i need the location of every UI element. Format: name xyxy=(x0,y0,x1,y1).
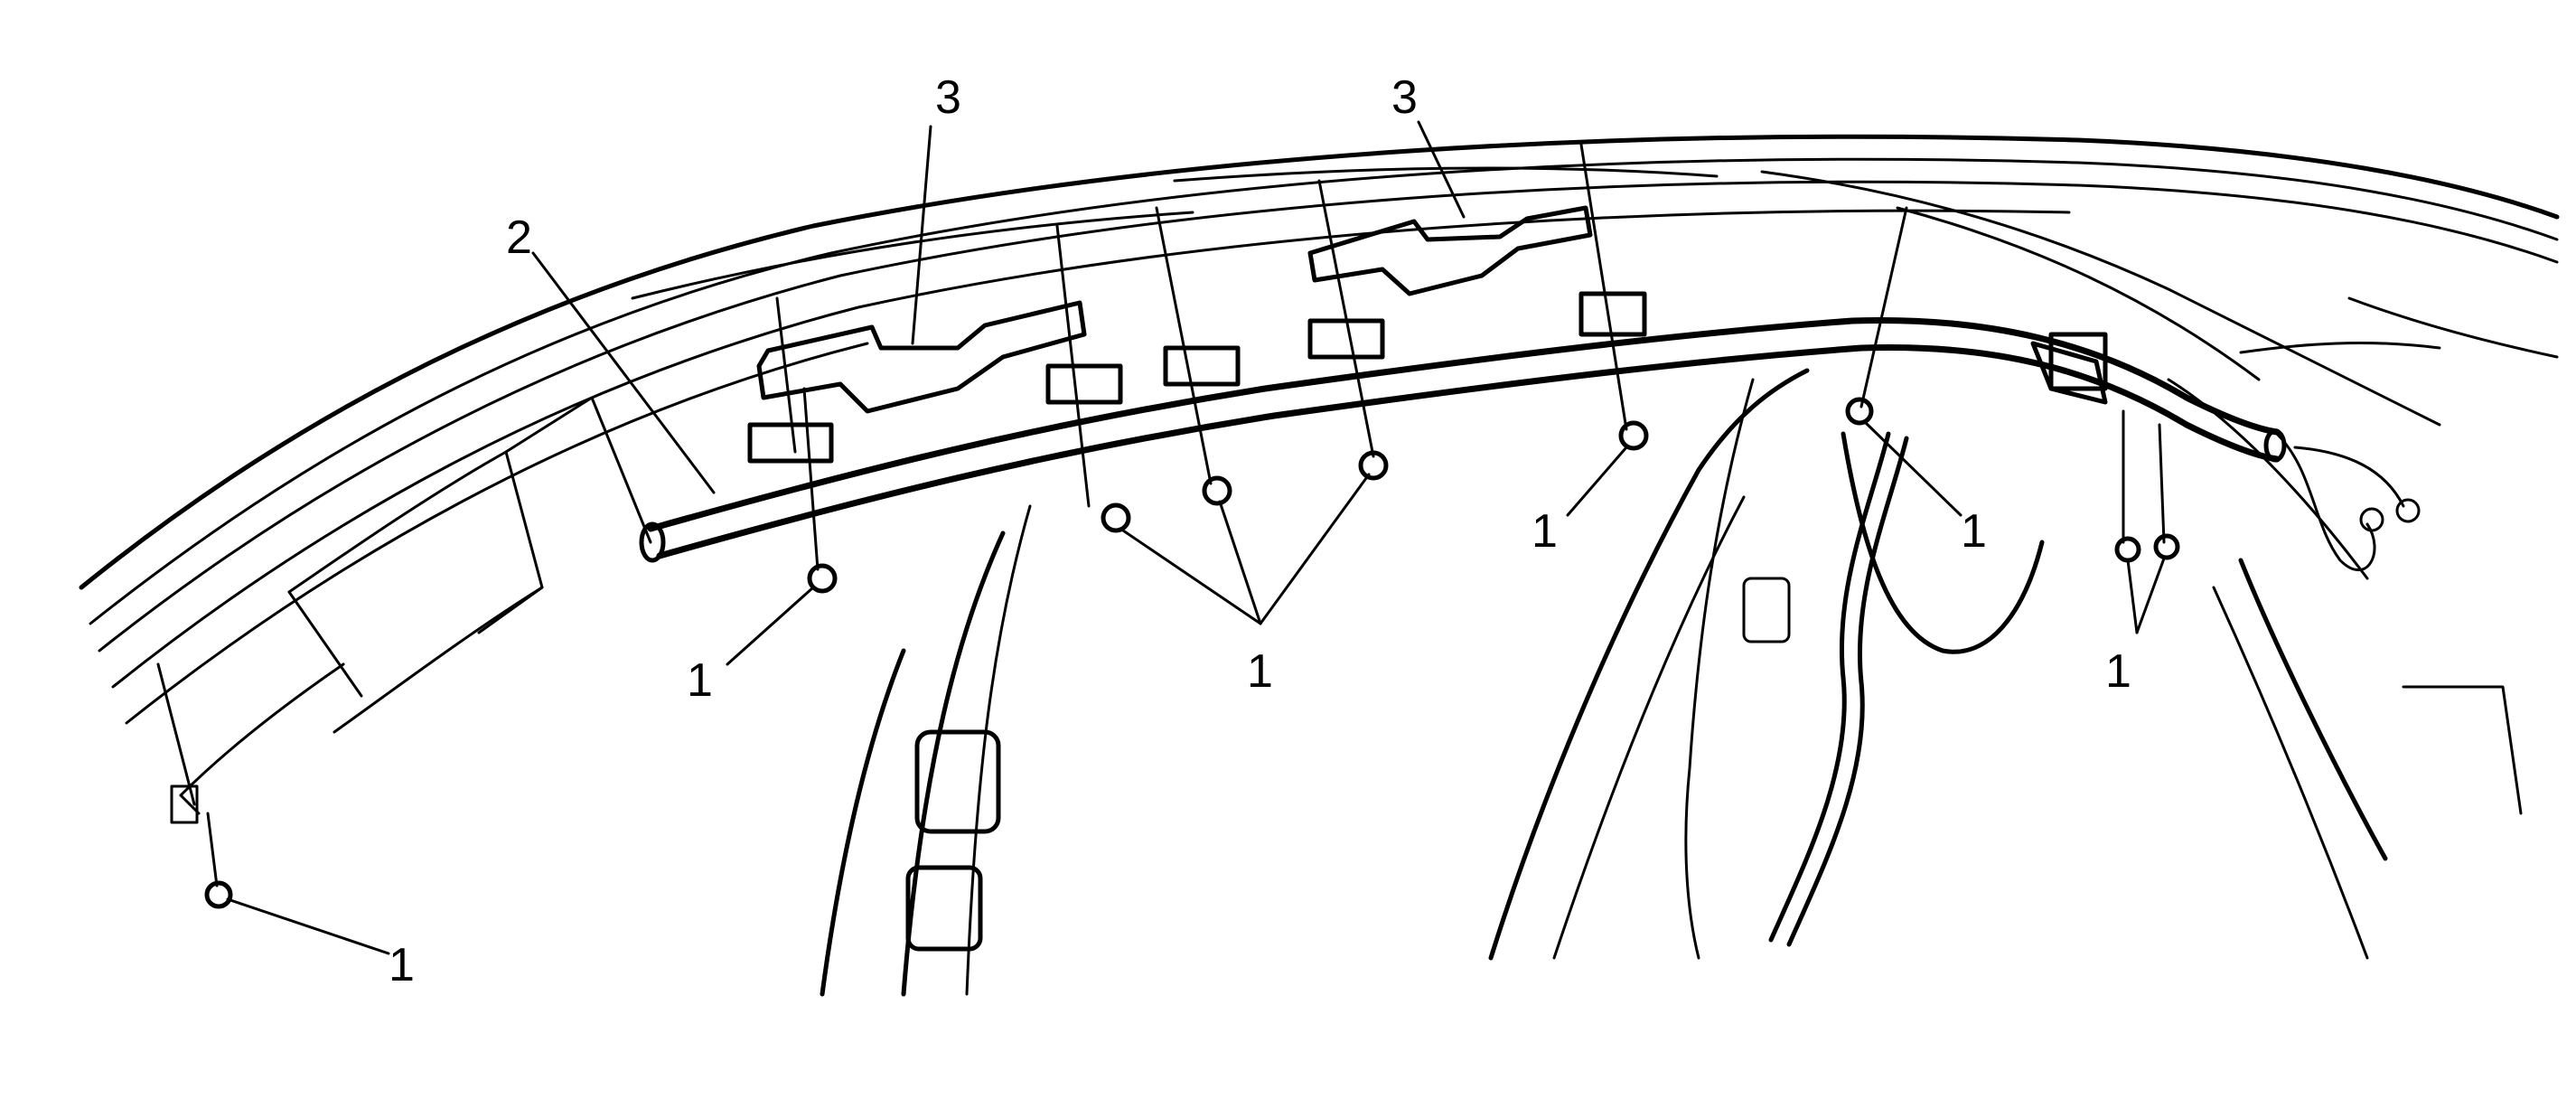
airbag-brackets xyxy=(747,205,2108,464)
fastener-guides xyxy=(206,143,2166,887)
bolt xyxy=(1845,397,1874,426)
callout-label: 1 xyxy=(1532,505,1558,558)
bolt xyxy=(807,563,838,594)
curtain-airbag xyxy=(639,317,2287,563)
callout-label: 1 xyxy=(1247,645,1273,698)
bolt xyxy=(204,880,233,909)
bolt xyxy=(1618,420,1649,451)
wiring-harness xyxy=(1768,342,2441,947)
callout-labels: 2 3 3 1 1 1 1 1 1 xyxy=(389,71,2131,991)
roof-contour xyxy=(79,134,2560,725)
callout-label: 1 xyxy=(687,654,713,707)
callout-label: 1 xyxy=(2105,645,2131,698)
bolt xyxy=(1358,450,1389,481)
bolt xyxy=(2114,536,2141,563)
callout-label: 1 xyxy=(389,939,415,991)
callout-label: 3 xyxy=(935,71,961,124)
callout-label: 1 xyxy=(1961,505,1987,558)
bolt xyxy=(2153,533,2180,560)
roof-interior-lines xyxy=(631,166,2559,580)
callout-label: 3 xyxy=(1391,71,1418,124)
body-pillars xyxy=(820,368,2523,997)
bolt xyxy=(1101,502,1131,533)
callout-label: 2 xyxy=(506,211,532,264)
leader-lines xyxy=(226,120,2166,955)
bolts xyxy=(204,397,2180,909)
bolt xyxy=(1202,475,1232,506)
tether-straps xyxy=(156,396,652,824)
